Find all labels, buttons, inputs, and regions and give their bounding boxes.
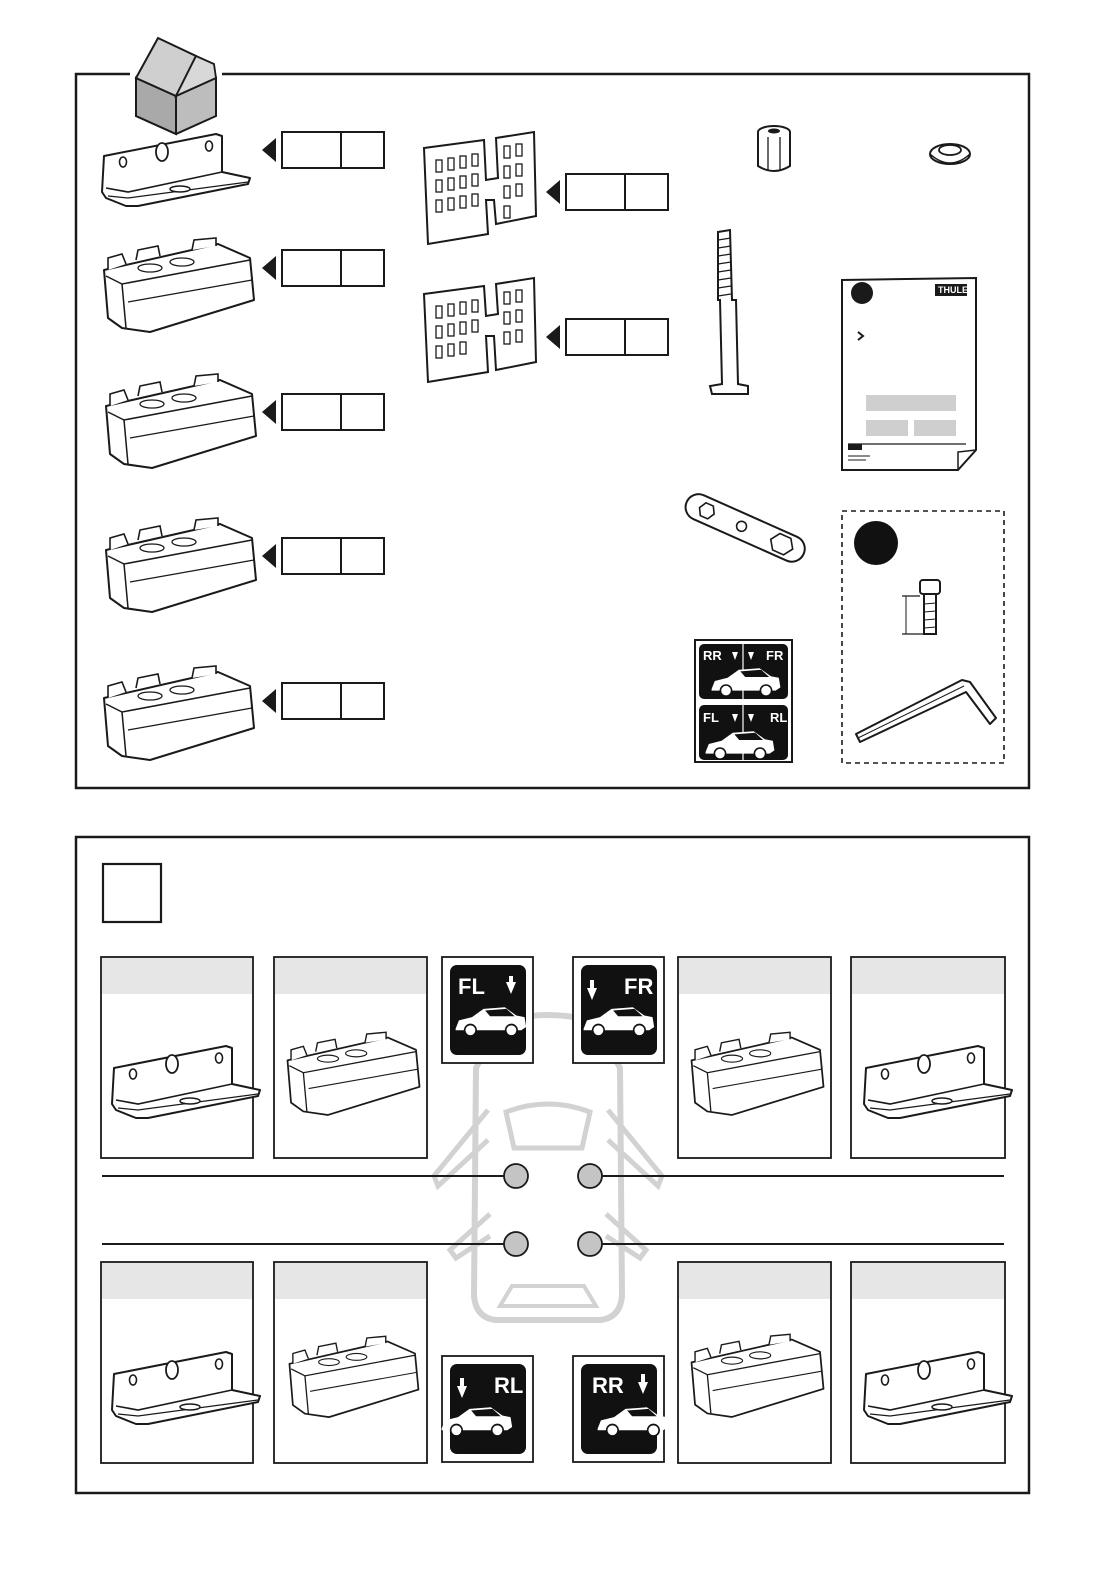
sticker-kit-fl: FL [703,710,719,725]
sticker-kit-fr: FR [766,648,784,663]
quantity-box [262,250,384,286]
rl-mount-point [504,1232,528,1256]
sticker-fl-label: FL [458,974,485,999]
option-marker-icon [854,521,898,565]
t-bolt-part [710,230,748,394]
card-rear-right-bracket [851,1262,1012,1463]
quantity-box [262,132,384,168]
quantity-box [546,319,668,355]
card-front-right-pad [678,957,831,1158]
bracket-part [102,134,250,206]
rubber-pad-part [424,132,536,244]
sticker-rl: RL [442,1356,533,1462]
thule-logo: THULE [938,285,968,295]
sticker-rl-label: RL [494,1373,523,1398]
sticker-kit-rl: RL [770,710,787,725]
kit-contents-panel: THULE RR FR FL RL [76,38,1029,788]
sticker-fl: FL [442,957,533,1063]
foot-pad-part [106,518,256,612]
card-rear-right-pad [678,1262,831,1463]
fl-mount-point [504,1164,528,1188]
hex-nut-part [758,126,790,171]
foot-pad-part [106,374,256,468]
screw-kit-option [842,511,1004,763]
card-rear-left-pad [274,1262,427,1463]
sticker-fr: FR [573,957,664,1063]
rr-mount-point [578,1232,602,1256]
vehicle-fitting-panel: FL FR RL RR [76,837,1029,1493]
card-front-right-bracket [851,957,1012,1158]
instruction-booklet: THULE [842,278,976,470]
sticker-rr-label: RR [592,1373,624,1398]
quantity-box [262,394,384,430]
sticker-kit-rr: RR [703,648,722,663]
quantity-box [262,683,384,719]
foot-pad-part [104,238,254,332]
sticker-rr: RR [573,1356,668,1462]
washer-part [930,144,970,164]
model-code-box [103,864,161,922]
wrench-tool [681,490,809,566]
package-box-icon [136,38,216,134]
card-rear-left-bracket [101,1262,260,1463]
rubber-pad-part [424,278,536,382]
allen-key-tool [856,680,996,742]
position-sticker-sheet: RR FR FL RL [695,640,792,762]
quantity-box [262,538,384,574]
quantity-box [546,174,668,210]
card-front-left-bracket [101,957,260,1158]
fr-mount-point [578,1164,602,1188]
foot-pad-part [104,666,254,760]
sticker-fr-label: FR [624,974,653,999]
cap-screw-part [902,580,940,634]
card-front-left-pad [274,957,427,1158]
